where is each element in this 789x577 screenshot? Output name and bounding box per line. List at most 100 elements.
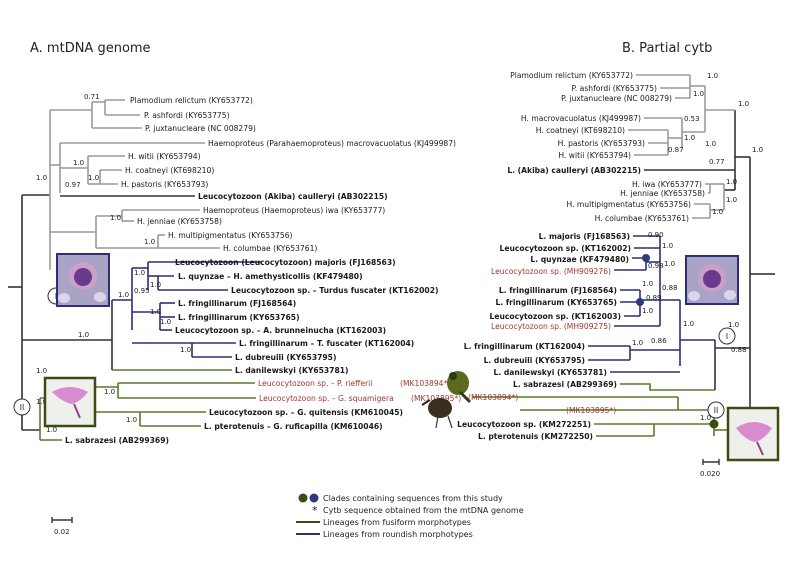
taxon-b: H. multipigmentatus (KY653756) (567, 200, 692, 209)
support-a: 0.95 (134, 287, 150, 295)
taxon-a: H. coatneyi (KT698210) (125, 166, 214, 175)
roundish-cell-image-b (685, 255, 739, 305)
support-b: 0.53 (684, 115, 700, 123)
taxon-a: Leucocytozoon sp. – G. quitensis (KM6100… (209, 408, 403, 417)
study-node-b (709, 419, 719, 429)
taxon-b: L. fringillinarum (KY653765) (495, 298, 617, 307)
support-b: 1.0 (684, 134, 695, 142)
taxon-a: Haemoproteus (Haemoproteus) iwa (KY65377… (203, 206, 385, 215)
support-a: 1.0 (78, 331, 89, 339)
taxon-a: H. columbae (KY653761) (223, 244, 317, 253)
taxon-a: L. pterotenuis – G. ruficapilla (KM61004… (204, 422, 383, 431)
taxon-b: P. ashfordi (KY653775) (571, 84, 657, 93)
clade-i-marker-b (718, 327, 736, 345)
taxon-a: Leucocytozoon sp. – A. brunneinucha (KT1… (175, 326, 386, 335)
taxon-a: Leucocytozoon (Leucocytozoon) majoris (F… (175, 258, 396, 267)
support-a: 1.0 (150, 308, 161, 316)
taxon-a: Leucocytozoon sp. – Turdus fuscater (KT1… (231, 286, 438, 295)
support-a: 1.0 (160, 318, 171, 326)
taxon-b: H. coatneyi (KT698210) (536, 126, 625, 135)
support-b: 0.86 (651, 337, 667, 345)
taxon-b: H. pastoris (KY653793) (558, 139, 645, 148)
support-b: 1.0 (662, 242, 673, 250)
taxon-b: Leucocytozoon sp. (KM272251) (457, 420, 591, 429)
taxon-a: P. ashfordi (KY653775) (144, 111, 230, 120)
support-b: 0.88 (662, 284, 678, 292)
support-b: 1.0 (707, 72, 718, 80)
support-b: 1.0 (642, 280, 653, 288)
panel-b-tree: I II Plamodium relictum (KY653772) P. as… (457, 71, 775, 478)
legend-swatch-blue-dot (309, 493, 319, 503)
taxon-b: L. dubreuili (KY653795) (484, 356, 585, 365)
support-b: 1.0 (726, 178, 737, 186)
support-a: 1.0 (144, 238, 155, 246)
taxon-b-study: Leucocytozoon sp. (MH909275) (491, 322, 611, 331)
clade-ii-label-b: II (714, 406, 718, 415)
taxon-b: Leucocytozoon sp. (KT162002) (499, 244, 631, 253)
taxon-b: L. sabrazesi (AB299369) (513, 380, 617, 389)
taxon-b: L. danilewskyi (KY653781) (494, 368, 608, 377)
taxon-a: Haemoproteus (Parahaemoproteus) macrovac… (208, 139, 456, 148)
study-node-b (642, 254, 650, 262)
taxon-a: H. multipigmentatus (KY653756) (168, 231, 293, 240)
support-a: 1.0 (46, 426, 57, 434)
scale-a: 0.02 (54, 528, 70, 536)
support-b: 1.0 (738, 100, 749, 108)
taxon-b: L. fringillinarum (FJ168564) (499, 286, 617, 295)
support-a: 1.0 (104, 388, 115, 396)
support-a: 1.0 (134, 269, 145, 277)
taxon-a: L. danilewskyi (KY653781) (235, 366, 349, 375)
taxon-b: H. witii (KY653794) (558, 151, 631, 160)
taxon-a: L. fringillinarum (KY653765) (178, 313, 300, 322)
support-b: 1.0 (632, 339, 643, 347)
support-a: 1.0 (180, 346, 191, 354)
taxon-b: L. pterotenuis (KM272250) (478, 432, 593, 441)
taxon-b-study: Leucocytozoon sp. (MH909276) (491, 267, 611, 276)
support-b: 1.0 (683, 320, 694, 328)
scale-b: 0.020 (700, 470, 720, 478)
support-b: 0.89 (646, 294, 662, 302)
taxon-a: P. juxtanucleare (NC 008279) (145, 124, 256, 133)
fusiform-cell-image-a (43, 376, 97, 428)
taxon-a-study: Leucocytozoon sp. – G. squamigera (259, 394, 394, 403)
support-b: 1.0 (664, 260, 675, 268)
support-b: 1.0 (728, 321, 739, 329)
legend-item: Clades containing sequences from this st… (323, 494, 503, 503)
support-b: 1.0 (726, 196, 737, 204)
taxon-a: L. fringillinarum – T. fuscater (KT16200… (239, 339, 414, 348)
support-a: 1.0 (150, 281, 161, 289)
support-b: 0.98 (648, 262, 664, 270)
legend-item: Lineages from roundish morphotypes (323, 530, 473, 539)
roundish-cell-image-a (56, 253, 110, 307)
support-b: 1.0 (705, 140, 716, 148)
support-b: 1.0 (752, 146, 763, 154)
taxon-b: L. (Akiba) caulleryi (AB302215) (507, 166, 641, 175)
support-b: 1.0 (700, 414, 711, 422)
taxon-a: H. pastoris (KY653793) (121, 180, 208, 189)
legend-swatch-green-dot (298, 493, 308, 503)
support-a: 1.0 (110, 214, 121, 222)
support-a: 1.0 (36, 367, 47, 375)
support-a: 0.97 (65, 181, 81, 189)
legend: Clades containing sequences from this st… (296, 493, 524, 539)
panel-a-tree: II I Plamodium relictum (KY653772) P. as… (8, 93, 461, 536)
panel-a-title: A. mtDNA genome (30, 41, 151, 56)
support-b: 0.90 (648, 231, 664, 239)
taxon-a: Leucocytozoon (Akiba) caulleryi (AB30221… (198, 192, 388, 201)
clade-ii-marker-b (707, 401, 725, 419)
taxon-b-study: (MK103894*) (468, 393, 518, 402)
support-b: 0.88 (731, 346, 747, 354)
taxon-b: L. fringillinarum (KT162004) (464, 342, 585, 351)
taxon-a: Plamodium relictum (KY653772) (130, 96, 253, 105)
support-a: 1.0 (126, 416, 137, 424)
support-b: 1.0 (693, 90, 704, 98)
taxon-a: L. fringillinarum (FJ168564) (178, 299, 296, 308)
taxon-a: L. dubreuili (KY653795) (235, 353, 336, 362)
taxon-a-study: Leucocytozoon sp. – P. riefferii (258, 379, 372, 388)
taxon-b: H. jenniae (KY653758) (620, 189, 705, 198)
support-a: 1.0 (73, 159, 84, 167)
taxon-b: L. quynzae (KF479480) (530, 255, 629, 264)
support-a: 0.71 (84, 93, 100, 101)
panel-b-title: B. Partial cytb (622, 41, 712, 56)
